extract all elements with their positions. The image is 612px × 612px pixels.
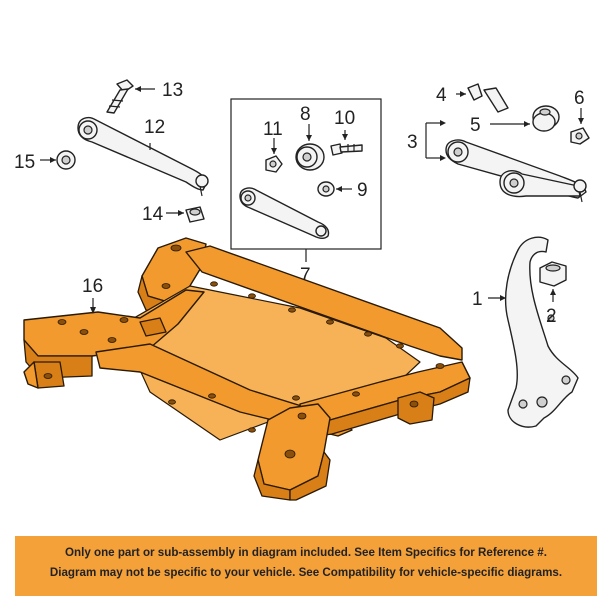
part-5-bushing [490, 105, 560, 132]
part-9-bushing [317, 181, 352, 197]
callout-9: 9 [357, 180, 368, 201]
callout-2: 2 [546, 306, 557, 327]
callout-3: 3 [407, 132, 418, 153]
part-12-control-arm [77, 116, 209, 197]
part-6-nut [570, 108, 590, 145]
part-3-lower-arms [425, 120, 587, 203]
callout-6: 6 [574, 88, 585, 109]
callout-1: 1 [472, 289, 483, 310]
disclaimer-banner: Only one part or sub-assembly in diagram… [15, 536, 597, 596]
part-13-bolt [106, 79, 155, 114]
callout-5: 5 [470, 115, 481, 136]
part-1-knuckle [488, 236, 579, 428]
callout-16: 16 [82, 276, 103, 297]
callout-13: 13 [162, 80, 183, 101]
part-2-bushing [539, 261, 567, 302]
part-14-bushing [166, 206, 205, 223]
callout-15: 15 [14, 152, 35, 173]
part-7-link [239, 187, 330, 239]
callout-10: 10 [334, 108, 355, 129]
part-15-bushing [40, 150, 76, 170]
part-4-bracket [456, 83, 509, 113]
part-10-bolt [330, 130, 363, 156]
callout-11: 11 [263, 119, 283, 140]
callout-14: 14 [142, 204, 164, 225]
callout-4: 4 [436, 85, 447, 106]
part-8-bushing [295, 124, 325, 171]
disclaimer-line-2: Diagram may not be specific to your vehi… [49, 566, 563, 579]
callout-12: 12 [144, 117, 165, 138]
disclaimer-line-1: Only one part or sub-assembly in diagram… [65, 546, 547, 559]
part-16-crossmember-subframe [23, 237, 471, 501]
callout-7: 7 [300, 265, 311, 286]
callout-8: 8 [300, 104, 311, 125]
part-11-nut [265, 138, 283, 173]
